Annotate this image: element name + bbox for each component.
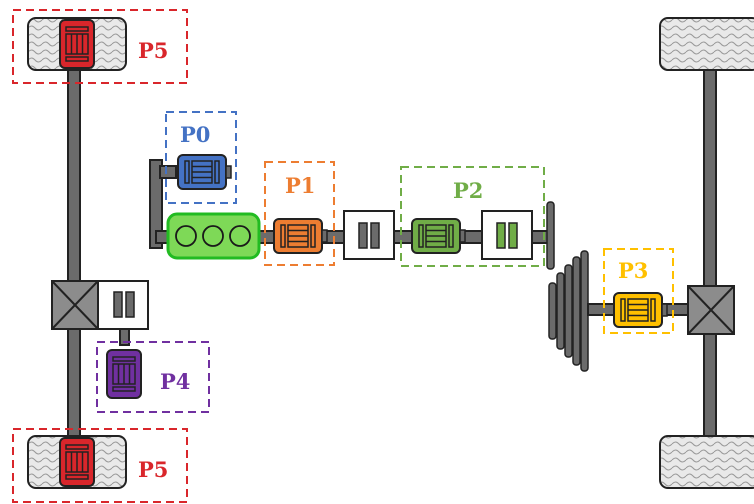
p0-belt-link: [159, 165, 177, 179]
clutch-disc-icon: [546, 201, 555, 270]
p5-top-motor-icon: [59, 19, 95, 69]
final-drive-gear-stack-icon: [548, 250, 589, 372]
p0-motor-icon: [177, 154, 232, 190]
front-differential-icon: [51, 280, 99, 330]
accessory-drive-shaft: [149, 159, 163, 249]
transmission-icon: [481, 210, 533, 260]
p5-top-label: P5: [138, 38, 168, 63]
front-axle-shaft: [67, 59, 81, 453]
front-gearbox-icon: [97, 280, 149, 330]
p0-label: P0: [180, 122, 210, 147]
tire-icon: [659, 17, 754, 71]
p2-label: P2: [453, 178, 483, 203]
gearbox-icon: [343, 210, 395, 260]
p0-position-box: [165, 111, 237, 204]
p1-motor-icon: [273, 218, 328, 254]
rear-differential-icon: [687, 285, 735, 335]
p3-label: P3: [618, 258, 648, 283]
p4-position-box: [96, 341, 210, 413]
p5-bottom-label: P5: [138, 457, 168, 482]
p5-bottom-motor-icon: [59, 437, 95, 487]
p4-motor-icon: [106, 349, 142, 399]
p5-bottom-position-box: [12, 428, 188, 503]
p3-position-box: [603, 248, 674, 334]
rear-axle-shaft: [703, 57, 717, 447]
p5-top-position-box: [12, 9, 188, 84]
p3-motor-icon: [613, 292, 668, 328]
tire-icon: [659, 435, 754, 489]
p4-connector-shaft: [119, 328, 130, 346]
p2-position-box: [400, 166, 545, 267]
p4-label: P4: [160, 369, 190, 394]
p1-label: P1: [285, 173, 315, 198]
p2-motor-icon: [411, 218, 466, 254]
engine-icon: [166, 212, 261, 260]
p1-position-box: [264, 161, 335, 266]
